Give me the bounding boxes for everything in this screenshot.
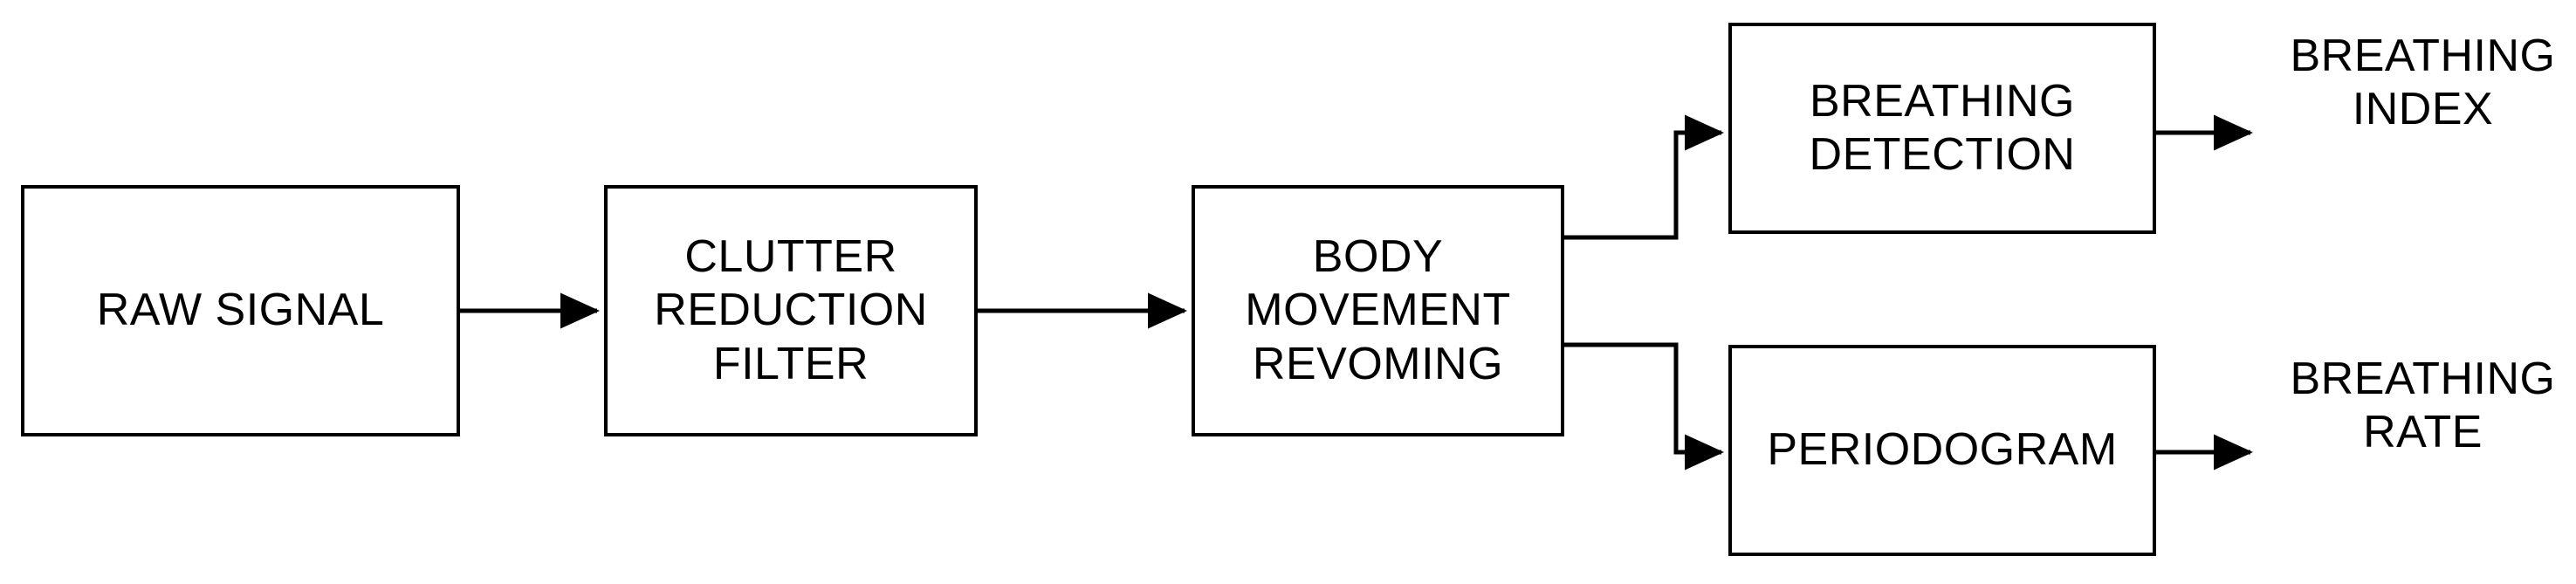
output-breathing-index-label: BREATHING INDEX	[2290, 30, 2556, 134]
node-body-movement-revoming: BODY MOVEMENT REVOMING	[1192, 185, 1564, 436]
node-breathing-detection-label: BREATHING DETECTION	[1809, 75, 2076, 180]
node-periodogram: PERIODOGRAM	[1728, 345, 2156, 556]
node-periodogram-label: PERIODOGRAM	[1767, 424, 2118, 476]
output-breathing-rate-label: BREATHING RATE	[2290, 353, 2556, 457]
node-clutter-reduction-filter-label: CLUTTER REDUCTION FILTER	[654, 230, 928, 389]
node-raw-signal-label: RAW SIGNAL	[96, 285, 385, 336]
node-clutter-reduction-filter: CLUTTER REDUCTION FILTER	[604, 185, 978, 436]
node-breathing-detection: BREATHING DETECTION	[1728, 23, 2156, 234]
edge-body-to-periodogram	[1564, 342, 1725, 471]
output-breathing-rate: BREATHING RATE	[2270, 349, 2576, 463]
edge-body-to-detection	[1564, 114, 1725, 240]
node-raw-signal: RAW SIGNAL	[21, 185, 460, 436]
output-breathing-index: BREATHING INDEX	[2270, 26, 2576, 140]
node-body-movement-revoming-label: BODY MOVEMENT REVOMING	[1245, 230, 1511, 389]
